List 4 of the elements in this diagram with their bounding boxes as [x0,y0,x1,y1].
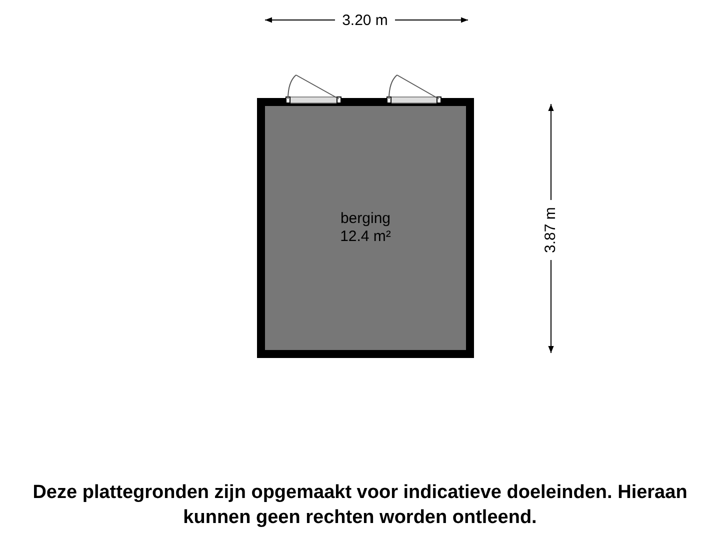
area-label: 12.4 m² [340,228,391,246]
room [257,98,474,358]
room-name: berging [340,210,391,228]
disclaimer-text: Deze plattegronden zijn opgemaakt voor indicatieve doeleinden. Hieraan kunnen geen rechten worden ontleend. [32,481,688,530]
